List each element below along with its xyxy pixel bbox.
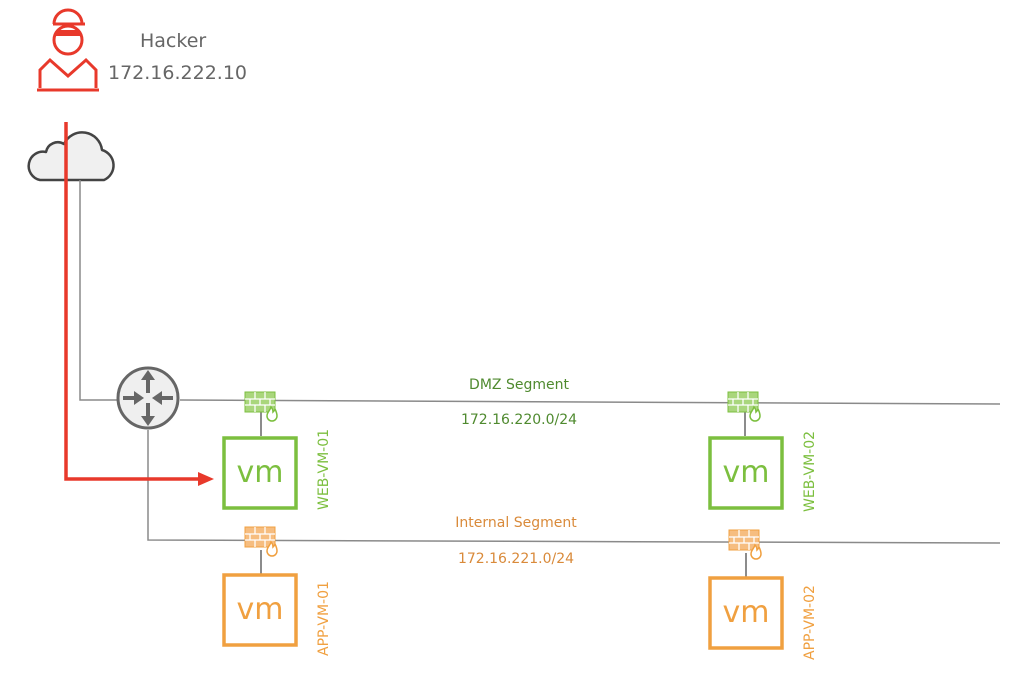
vm-web-vm-01[interactable]: vm WEB-VM-01 [222,391,332,510]
vm-badge: vm [237,592,284,627]
hacker-name: Hacker [140,30,206,52]
firewall-icon [244,526,278,557]
firewall-icon [244,391,278,422]
vm-name: WEB-VM-02 [802,431,818,512]
vm-web-vm-02[interactable]: vm WEB-VM-02 [708,391,818,512]
vm-badge: vm [723,455,770,490]
vm-name: WEB-VM-01 [316,429,332,510]
attack-path [64,122,214,486]
uplink-line [79,180,118,401]
vm-app-vm-01[interactable]: vm APP-VM-01 [222,526,332,656]
cloud-icon [27,131,115,182]
router-icon [116,366,180,430]
vm-name: APP-VM-02 [802,585,818,660]
internal-segment-name: Internal Segment [455,515,577,531]
firewall-icon [728,529,762,560]
dmz-segment-line [179,399,1001,405]
vm-badge: vm [723,595,770,630]
vm-badge: vm [237,455,284,490]
dmz-segment-name: DMZ Segment [469,377,569,393]
internal-segment-line [147,430,1001,544]
internal-segment-cidr: 172.16.221.0/24 [458,551,574,567]
hacker-ip: 172.16.222.10 [108,62,247,84]
vm-app-vm-02[interactable]: vm APP-VM-02 [708,529,818,660]
dmz-segment-cidr: 172.16.220.0/24 [461,412,577,428]
hacker-icon [37,8,99,92]
vm-name: APP-VM-01 [316,581,332,656]
firewall-icon [727,391,761,422]
